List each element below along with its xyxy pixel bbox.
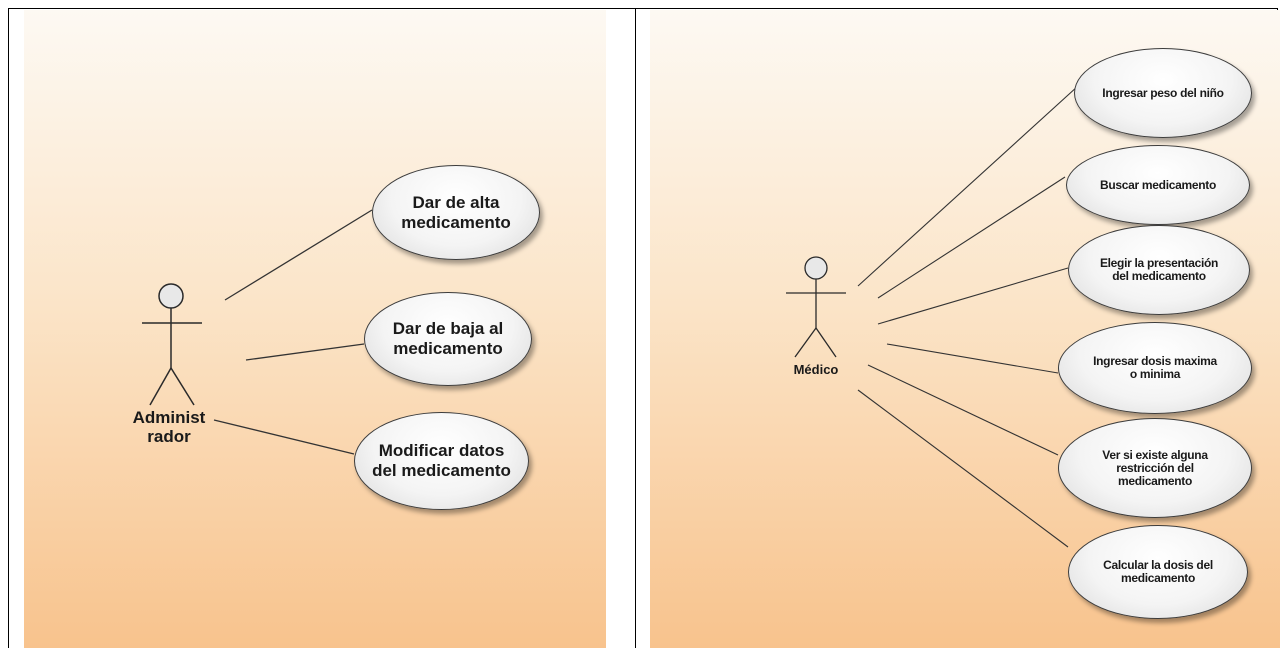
association-line-3 [213, 419, 355, 455]
actor-left-leg [794, 327, 817, 358]
use-case-modificar-datos[interactable]: Modificar datos del medicamento [354, 412, 529, 510]
use-case-label: Dar de baja al medicamento [392, 319, 504, 358]
use-case-label: Modificar datos del medicamento [372, 441, 511, 480]
actor-head [804, 256, 828, 280]
actor-right-leg [170, 367, 195, 406]
use-case-label: Ver si existe alguna restricción del med… [1102, 447, 1208, 488]
use-case-buscar-medicamento[interactable]: Buscar medicamento [1066, 145, 1250, 225]
association-line-4 [886, 343, 1059, 374]
admin-use-case-diagram: Administ rador Dar de alta medicamento D… [24, 10, 606, 648]
association-line-1 [224, 209, 373, 301]
actor-figure-admin [142, 283, 202, 406]
table-top-border [8, 8, 1278, 9]
actor-figure-medico [786, 256, 846, 358]
medico-use-case-diagram: Médico Ingresar peso del niño Buscar med… [650, 10, 1280, 648]
association-line-2 [245, 343, 365, 361]
use-case-dar-de-baja[interactable]: Dar de baja al medicamento [364, 292, 532, 386]
association-line-3 [877, 267, 1069, 325]
actor-admin-label: Administ rador [132, 408, 206, 446]
association-line-5 [867, 364, 1059, 456]
use-case-calcular-dosis[interactable]: Calcular la dosis del medicamento [1068, 525, 1248, 619]
use-case-label: Ingresar peso del niño [1102, 85, 1224, 100]
use-case-label: Elegir la presentación del medicamento [1099, 256, 1219, 283]
table-left-border [8, 8, 9, 648]
table-center-border [635, 8, 636, 648]
medico-diagram-lines [786, 85, 1079, 548]
use-case-ver-restriccion[interactable]: Ver si existe alguna restricción del med… [1058, 418, 1252, 518]
admin-diagram-lines [142, 209, 373, 455]
actor-left-leg [149, 367, 172, 406]
use-case-ingresar-dosis[interactable]: Ingresar dosis maxima o minima [1058, 322, 1252, 414]
use-case-label: Buscar medicamento [1100, 177, 1216, 192]
actor-head [158, 283, 184, 309]
use-case-label: Dar de alta medicamento [401, 192, 511, 232]
association-line-6 [857, 389, 1069, 548]
use-case-label: Ingresar dosis maxima o minima [1093, 354, 1217, 381]
use-case-ingresar-peso[interactable]: Ingresar peso del niño [1074, 48, 1252, 138]
association-line-2 [877, 176, 1066, 299]
association-line-1 [857, 85, 1079, 287]
use-case-dar-de-alta[interactable]: Dar de alta medicamento [372, 165, 540, 260]
actor-medico-label: Médico [793, 362, 839, 377]
use-case-label: Calcular la dosis del medicamento [1103, 558, 1213, 585]
use-case-elegir-presentacion[interactable]: Elegir la presentación del medicamento [1068, 225, 1250, 315]
actor-right-leg [815, 327, 837, 358]
